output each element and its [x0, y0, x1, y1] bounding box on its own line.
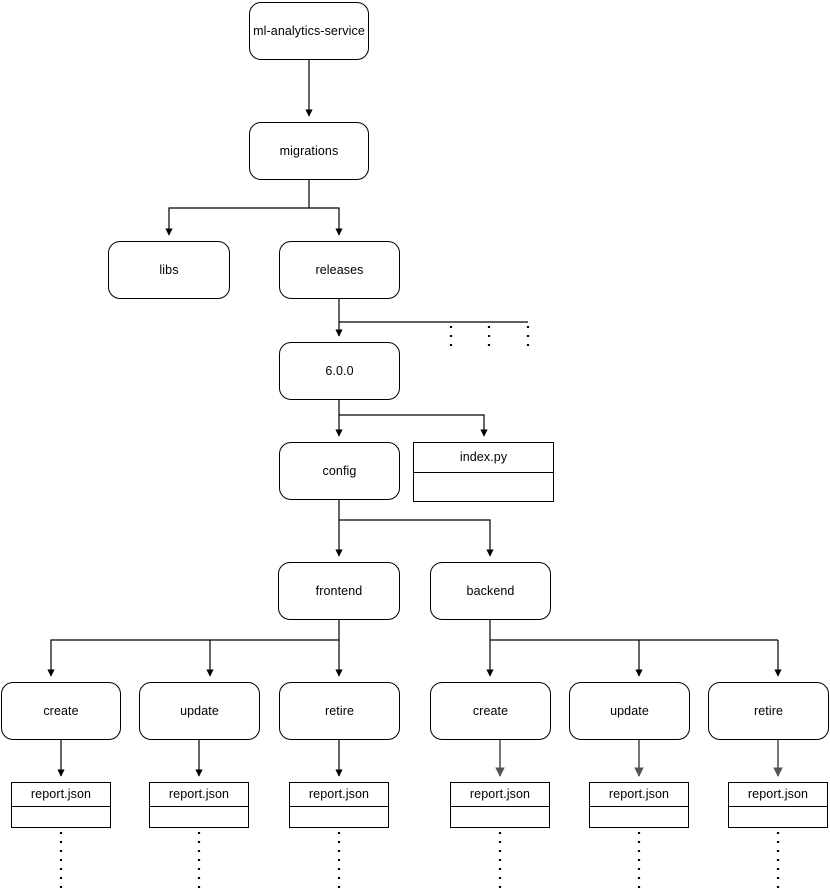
edge-config-backend: [339, 519, 494, 557]
node-label: backend: [466, 583, 515, 598]
node-label: retire: [324, 703, 355, 718]
file-body-band: [290, 807, 388, 828]
node-frontend-update[interactable]: update: [139, 682, 260, 740]
node-releases[interactable]: releases: [279, 241, 400, 299]
node-label: report.json: [168, 787, 230, 802]
edge-frontend-create: [47, 620, 340, 677]
node-backend-create[interactable]: create: [430, 682, 551, 740]
node-config[interactable]: config: [279, 442, 400, 500]
node-report-json-5[interactable]: report.json: [589, 782, 689, 828]
node-label: update: [180, 703, 219, 718]
file-body-band: [729, 807, 827, 828]
node-libs[interactable]: libs: [108, 241, 230, 299]
node-report-json-1[interactable]: report.json: [11, 782, 111, 828]
node-frontend-create[interactable]: create: [1, 682, 121, 740]
node-label: report.json: [30, 787, 92, 802]
node-backend[interactable]: backend: [430, 562, 551, 620]
node-label: index.py: [459, 450, 508, 465]
node-report-json-3[interactable]: report.json: [289, 782, 389, 828]
file-title-band: report.json: [12, 783, 110, 807]
node-label: report.json: [308, 787, 370, 802]
edge-migrations-libs: [165, 180, 310, 236]
node-backend-update[interactable]: update: [569, 682, 690, 740]
node-label: ml-analytics-service: [253, 23, 365, 38]
node-backend-retire[interactable]: retire: [708, 682, 829, 740]
file-title-band: index.py: [414, 443, 553, 473]
node-label: report.json: [608, 787, 670, 802]
node-frontend-retire[interactable]: retire: [279, 682, 400, 740]
node-report-json-6[interactable]: report.json: [728, 782, 828, 828]
edge-migrations-releases: [309, 207, 343, 236]
node-label: frontend: [315, 583, 363, 598]
node-label: retire: [753, 703, 784, 718]
edge-v600-indexpy: [339, 414, 488, 437]
node-frontend[interactable]: frontend: [278, 562, 400, 620]
node-label: migrations: [279, 143, 339, 158]
file-title-band: report.json: [150, 783, 248, 807]
file-body-band: [414, 473, 553, 502]
node-label: report.json: [747, 787, 809, 802]
file-body-band: [12, 807, 110, 828]
node-label: 6.0.0: [325, 363, 354, 378]
node-ml-analytics-service[interactable]: ml-analytics-service: [249, 2, 369, 60]
node-label: libs: [159, 262, 179, 277]
node-label: create: [472, 703, 509, 718]
node-label: create: [43, 703, 79, 718]
file-title-band: report.json: [290, 783, 388, 807]
file-title-band: report.json: [729, 783, 827, 807]
file-body-band: [150, 807, 248, 828]
node-label: report.json: [469, 787, 531, 802]
node-label: update: [610, 703, 649, 718]
file-title-band: report.json: [451, 783, 549, 807]
node-report-json-2[interactable]: report.json: [149, 782, 249, 828]
node-label: releases: [315, 262, 364, 277]
file-title-band: report.json: [590, 783, 688, 807]
node-version-6-0-0[interactable]: 6.0.0: [279, 342, 400, 400]
node-label: config: [322, 463, 357, 478]
file-body-band: [451, 807, 549, 828]
node-migrations[interactable]: migrations: [249, 122, 369, 180]
node-index-py[interactable]: index.py: [413, 442, 554, 502]
file-body-band: [590, 807, 688, 828]
node-report-json-4[interactable]: report.json: [450, 782, 550, 828]
